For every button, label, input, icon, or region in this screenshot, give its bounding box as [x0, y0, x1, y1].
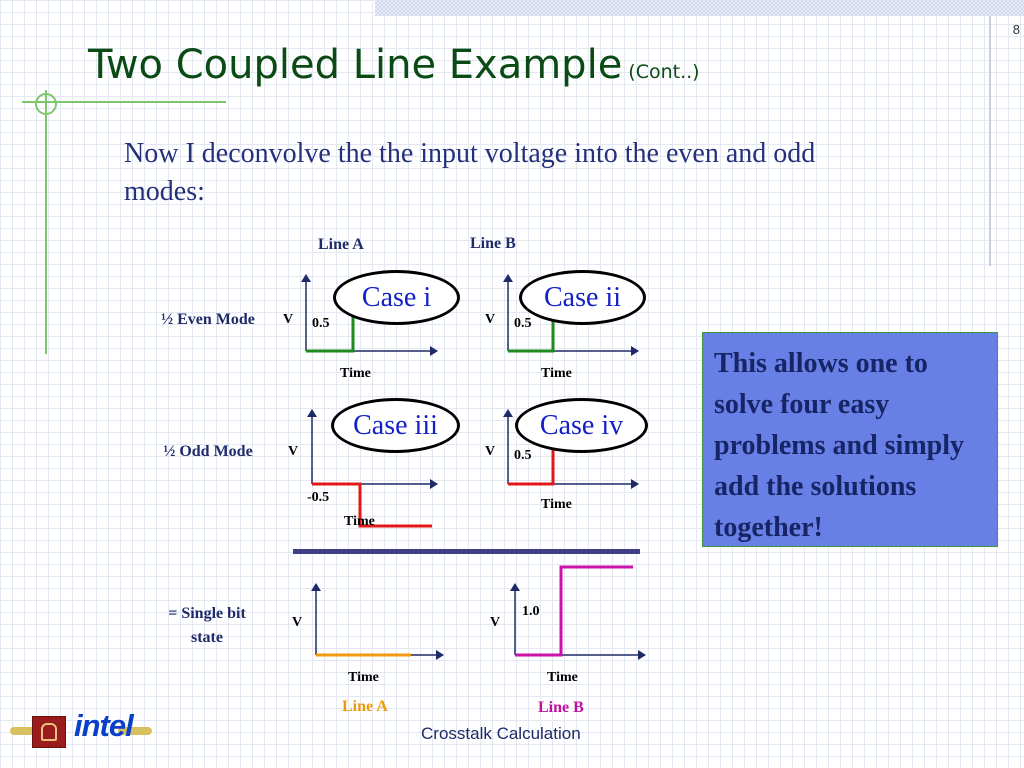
row-label-even-mode: ½ Even Mode — [161, 311, 255, 328]
sum-b-level-label: 1.0 — [522, 604, 540, 619]
decor-circle — [35, 93, 57, 115]
odd-a-level-label: -0.5 — [307, 490, 329, 505]
even-a-level-label: 0.5 — [312, 316, 330, 331]
header-band — [375, 0, 1024, 16]
case-ii-ellipse: Case ii — [519, 270, 646, 325]
sum-b-v-label: V — [490, 615, 500, 630]
sum-a-time-label: Time — [348, 670, 379, 685]
slide-title: Two Coupled Line Example(Cont..) — [88, 42, 700, 88]
row-label-odd-mode: ½ Odd Mode — [163, 443, 253, 460]
page-number: 8 — [1012, 22, 1020, 37]
footer-text: Crosstalk Calculation — [421, 724, 581, 743]
even-b-level-label: 0.5 — [514, 316, 532, 331]
even-a-time-label: Time — [340, 366, 371, 381]
odd-a-trace — [312, 482, 432, 528]
column-label-line-b: Line B — [470, 235, 516, 252]
university-seal-logo — [32, 716, 66, 748]
intro-text: Now I deconvolve the the input voltage i… — [124, 138, 816, 207]
row-label-single-bit-state: = Single bit state — [168, 605, 246, 646]
logo-bar-left — [10, 727, 36, 735]
case-iii-ellipse: Case iii — [331, 398, 460, 453]
title-sub: (Cont..) — [628, 61, 700, 83]
case-i-ellipse: Case i — [333, 270, 460, 325]
right-rule — [989, 16, 991, 266]
bottom-label-line-a: Line A — [342, 698, 388, 715]
sum-a-v-label: V — [292, 615, 302, 630]
odd-a-time-label: Time — [344, 514, 375, 529]
decor-horizontal-line — [22, 101, 226, 103]
even-b-v-label: V — [485, 312, 495, 327]
title-main: Two Coupled Line Example — [88, 42, 623, 88]
sum-divider-line — [293, 549, 640, 554]
bottom-label-line-b: Line B — [538, 699, 584, 716]
callout-box: This allows one to solve four easy probl… — [702, 332, 998, 547]
sum-b-time-label: Time — [547, 670, 578, 685]
even-b-time-label: Time — [541, 366, 572, 381]
intel-logo: intel — [74, 708, 134, 743]
sum-b-trace — [515, 565, 633, 657]
odd-b-v-label: V — [485, 444, 495, 459]
logo-bar-right — [118, 727, 152, 735]
even-a-v-label: V — [283, 312, 293, 327]
decor-vertical-line — [45, 90, 47, 354]
odd-a-v-label: V — [288, 444, 298, 459]
odd-b-time-label: Time — [541, 497, 572, 512]
odd-b-level-label: 0.5 — [514, 448, 532, 463]
column-label-line-a: Line A — [318, 236, 364, 253]
case-iv-ellipse: Case iv — [515, 398, 648, 453]
